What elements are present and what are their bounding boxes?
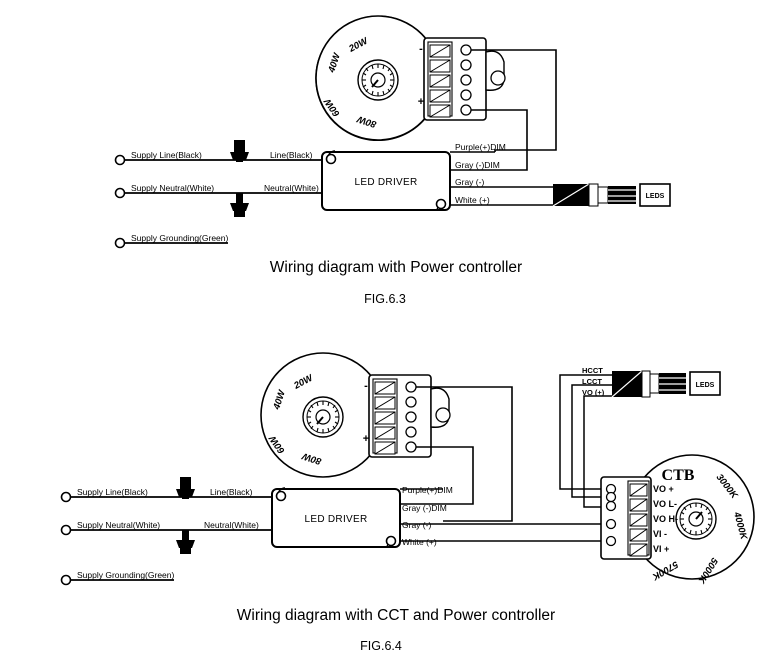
leds-label-fig63: LEDS xyxy=(646,193,665,200)
caption-title-fig64: Wiring diagram with CCT and Power contro… xyxy=(237,607,555,624)
gray-neg-label-fig63: Gray (-) xyxy=(455,177,484,187)
ctb-terminal-screws[interactable] xyxy=(629,483,648,557)
supply-ground-terminal-fig64[interactable] xyxy=(60,574,72,586)
ctb-terminal-vo-h: VO H- xyxy=(653,514,678,524)
led-connector-fig63 xyxy=(552,183,636,207)
cct-controller-ctb[interactable]: CTB 3000K 4000K 5000K 5700K xyxy=(600,454,755,586)
ctb-terminal-vi-minus: VI - xyxy=(653,529,667,539)
gray-dim-label-fig64: Gray (-)DIM xyxy=(402,503,447,513)
terminal-screws-fig64[interactable] xyxy=(374,381,396,455)
supply-line-terminal-fig64[interactable] xyxy=(60,491,72,503)
lcct-label-fig64: LCCT xyxy=(582,377,602,386)
neutral-label-fig64: Neutral(White) xyxy=(204,520,259,530)
splice-connector-neutral-fig64 xyxy=(176,530,195,554)
supply-neutral-label-fig64: Supply Neutral(White) xyxy=(77,520,160,530)
figure-6-3: 20W 40W 60W 80W xyxy=(114,15,671,306)
purple-dim-label-fig64: Purple(+)DIM xyxy=(402,485,453,495)
supply-ground-label-fig64: Supply Grounding(Green) xyxy=(77,570,175,580)
supply-neutral-terminal-fig63[interactable] xyxy=(114,187,126,199)
supply-neutral-terminal-fig64[interactable] xyxy=(60,524,72,536)
terminal-plus-fig63: + xyxy=(418,96,424,108)
leds-label-fig64: LEDS xyxy=(696,382,715,389)
supply-wires-fig63 xyxy=(124,159,322,244)
caption-fig-fig64: FIG.6.4 xyxy=(360,639,402,653)
supply-neutral-label-fig63: Supply Neutral(White) xyxy=(131,183,214,193)
supply-ground-terminal-fig63[interactable] xyxy=(114,237,126,249)
splice-connector-line-fig64 xyxy=(176,477,195,499)
leds-box-fig64[interactable]: LEDS xyxy=(689,371,721,396)
supply-line-label-fig64: Supply Line(Black) xyxy=(77,487,148,497)
line-label-fig64: Line(Black) xyxy=(210,487,253,497)
neutral-label-fig63: Neutral(White) xyxy=(264,183,319,193)
output-wires-fig64 xyxy=(400,488,604,542)
ctb-terminal-vo-l: VO L- xyxy=(653,499,677,509)
gray-neg-label-fig64: Gray (-) xyxy=(402,520,431,530)
dim-wires-fig64 xyxy=(416,386,513,522)
vo-pos-label-fig64: VO (+) xyxy=(582,388,605,397)
hcct-label-fig64: HCCT xyxy=(582,366,603,375)
ctb-terminal-vo-plus: VO + xyxy=(653,484,674,494)
led-connector-fig64 xyxy=(611,370,686,398)
supply-ground-label-fig63: Supply Grounding(Green) xyxy=(131,233,229,243)
led-driver-fig63[interactable]: LED DRIVER xyxy=(321,150,451,212)
power-controller-fig64[interactable]: 20W 40W 60W 80W xyxy=(260,352,451,478)
line-label-fig63: Line(Black) xyxy=(270,150,313,160)
output-wires-fig63 xyxy=(450,151,553,206)
caption-fig-fig63: FIG.6.3 xyxy=(364,292,406,306)
supply-line-label-fig63: Supply Line(Black) xyxy=(131,150,202,160)
led-driver-label-fig64: LED DRIVER xyxy=(304,514,367,525)
leds-box-fig63[interactable]: LEDS xyxy=(639,183,671,207)
terminal-minus-fig64: - xyxy=(364,380,368,392)
white-pos-label-fig63: White (+) xyxy=(455,195,490,205)
figure-6-4: 20W 40W 60W 80W xyxy=(60,352,755,653)
purple-dim-label-fig63: Purple(+)DIM xyxy=(455,142,506,152)
splice-connector-line-fig63 xyxy=(230,140,249,162)
ctb-brand-label: CTB xyxy=(662,467,695,484)
white-pos-label-fig64: White (+) xyxy=(402,537,437,547)
terminal-plus-fig64: + xyxy=(363,433,369,445)
supply-line-terminal-fig63[interactable] xyxy=(114,154,126,166)
cct-output-wires-fig64 xyxy=(559,374,612,508)
terminal-minus-fig63: - xyxy=(419,43,423,55)
ctb-terminal-vi-plus: VI + xyxy=(653,544,669,554)
supply-wires-fig64 xyxy=(70,496,272,581)
led-driver-label-fig63: LED DRIVER xyxy=(354,177,417,188)
dim-wires-fig63 xyxy=(471,49,557,171)
power-controller-fig63[interactable]: 20W 40W 60W 80W xyxy=(315,15,506,142)
splice-connector-neutral-fig63 xyxy=(230,193,249,217)
caption-title-fig63: Wiring diagram with Power controller xyxy=(270,259,522,276)
terminal-screws-fig63[interactable] xyxy=(429,44,451,118)
led-driver-fig64[interactable]: LED DRIVER xyxy=(271,487,401,549)
gray-dim-label-fig63: Gray (-)DIM xyxy=(455,160,500,170)
